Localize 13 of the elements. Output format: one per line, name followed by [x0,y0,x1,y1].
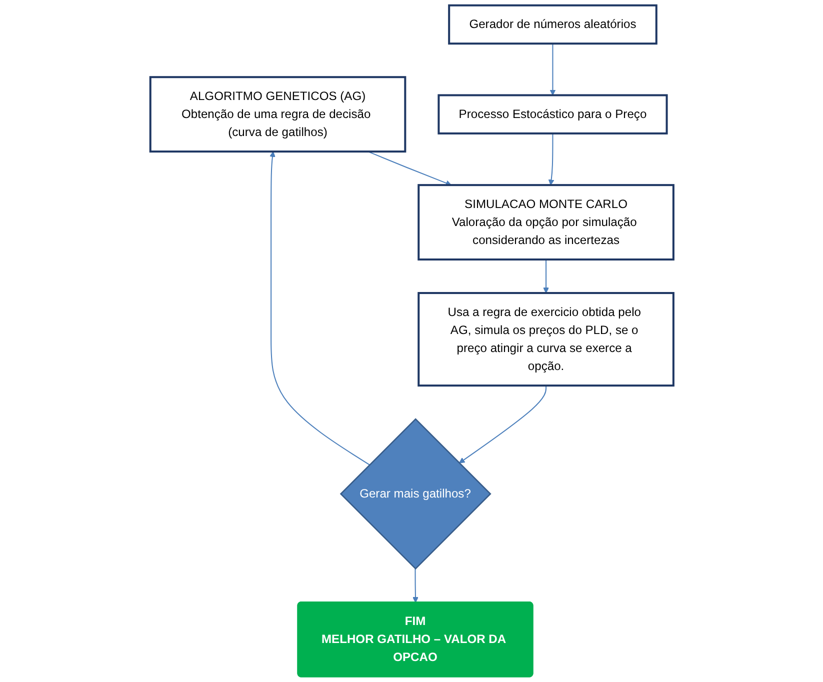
node-box: Usa a regra de exercicio obtida pelo AG, simula os preços do PLD, se o preço atingir a curva se exerce a opção. [417,292,674,387]
arrow [269,151,370,466]
arrow [412,568,418,603]
node-box: SIMULACAO MONTE CARLO Valoração da opção por simulação considerando as incertezas [417,184,674,260]
arrow [367,151,452,186]
arrow [549,44,556,96]
node-diamond: Gerar mais gatilhos? [339,418,491,570]
arrow [542,260,549,294]
arrow [458,386,546,464]
node-box: Gerador de números aleatórios [448,4,657,45]
arrow [548,133,554,186]
node-box: Processo Estocástico para o Preço [437,94,668,134]
node-box: ALGORITMO GENETICOS (AG) Obtenção de uma regra de decisão (curva de gatilhos) [148,76,406,153]
